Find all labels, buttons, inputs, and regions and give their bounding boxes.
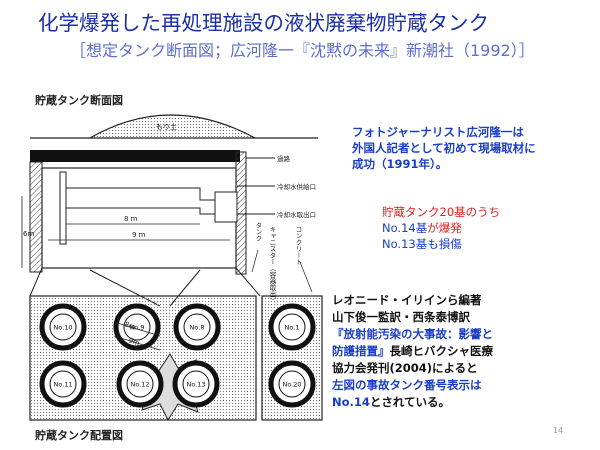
plan-dim-8m: 8m (123, 320, 136, 331)
section-diagram-caption: 貯蔵タンク断面図 (35, 94, 123, 107)
coolant-pipe-upper (66, 187, 215, 201)
projection-line-right (235, 267, 261, 297)
coolant-in-label: 冷却水供給口 (277, 182, 316, 191)
tank-number-label: No.9 (130, 324, 145, 332)
tank-inner-ring (49, 370, 77, 398)
tank-inner-ring (278, 313, 306, 341)
slide-title: 化学爆発した再処理施設の液状廃棄物貯蔵タンク (38, 11, 489, 35)
tank-circle: No.10 (39, 303, 87, 351)
tank-number-label: No.8 (190, 324, 205, 332)
tank-circle: No.9 (113, 303, 161, 351)
tank-status-note: 貯蔵タンク20基のうち No.14基が爆発 No.13基も損傷 (382, 204, 500, 252)
tank-number-label: No.20 (282, 381, 301, 389)
reference-line7-tail: とされている。 (369, 395, 451, 409)
reporter-note: フォトジャーナリスト広河隆一は 外国人記者として初めて現場取材に 成功（1991… (352, 124, 536, 172)
tank-circle: No.12 (116, 360, 164, 408)
mound-label: もり土 (156, 122, 177, 131)
tank-circle: No.8 (173, 303, 221, 351)
tank-leader (251, 249, 259, 273)
dim-8m: 8 m (124, 215, 138, 223)
reporter-note-line1: フォトジャーナリスト広河隆一は (352, 125, 524, 139)
tank-circle: No.13 (172, 360, 220, 408)
cross-section: もり土 過路 冷却水供給口 冷却水取出口 8 m 9 m 6m タンク キャニス… (21, 114, 318, 307)
top-slab (30, 150, 240, 162)
tank-status-line2-tank: No.14基 (382, 221, 428, 235)
tank-status-line1: 貯蔵タンク20基のうち (382, 205, 501, 219)
reference-line5: 協力会発刊(2004)によると (332, 361, 478, 375)
left-wall (29, 161, 43, 273)
tank-status-line3: No.13基も損傷 (382, 237, 462, 251)
tank-inner-ring (126, 370, 154, 398)
reference-line7: No.14とされている。 (332, 394, 493, 411)
reference-line4: 防護措置』長崎ヒバクシャ医療 (332, 343, 493, 360)
tank-inner-ring (278, 370, 306, 398)
reference-line4-publisher: 長崎ヒバクシャ医療 (389, 344, 494, 358)
plan-dim-9m: 9m (127, 336, 140, 347)
tank-number-label: No.10 (53, 324, 72, 332)
earth-mound (89, 114, 256, 139)
projection-line-left (29, 267, 43, 297)
reference-note: レオニード・イリインら編著 山下俊一監訳・西条泰博訳 『放射能汚染の大事故：影響… (332, 292, 493, 411)
tank-number-label: No.11 (53, 381, 72, 389)
valve-box (214, 191, 238, 223)
layout-diagram-caption: 貯蔵タンク配置図 (35, 429, 123, 442)
reference-line6: 左図の事故タンク番号表示は (332, 378, 482, 392)
tank-number-label: No.13 (186, 381, 205, 389)
plan-view: No.10 No.9 No.8 No.1No.11 No.12 No.13 No.20 8m… (29, 295, 323, 422)
tank-number-label: No.12 (130, 381, 149, 389)
concrete-label-vertical: コンクリート (294, 226, 302, 265)
tank-number-label: No.1 (285, 324, 300, 332)
tank-body (41, 167, 237, 269)
tank-inner-ring (123, 313, 151, 341)
plan-dim-line-9m (113, 335, 161, 351)
page-number: 14 (553, 426, 564, 435)
reporter-note-line2: 外国人記者として初めて現場取材に (352, 141, 536, 155)
tank-status-line2: No.14基が爆発 (382, 220, 500, 236)
reference-line3: 『放射能汚染の大事故：影響と (332, 327, 493, 341)
reference-line1: レオニード・イリインら編著 (332, 293, 482, 307)
concrete-leader (299, 261, 313, 293)
duct-label: 過路 (277, 154, 291, 163)
tank-status-line2-explosion: が爆発 (427, 221, 462, 235)
tank-circle: No.20 (268, 360, 316, 408)
reference-line7-tank: No.14 (332, 395, 370, 409)
reference-line2: 山下俊一監訳・西条泰博訳 (332, 310, 470, 324)
dim-9m: 9 m (132, 231, 146, 239)
tank-circle: No.11 (39, 360, 87, 408)
reference-line4-title: 防護措置』 (332, 344, 390, 358)
tank-inner-ring (49, 313, 77, 341)
coolant-out-label: 冷却水取出口 (277, 210, 316, 219)
plan-dim-line-8m (113, 321, 161, 337)
dim-height: 6m (23, 230, 34, 238)
coolant-pipe-lower (66, 207, 215, 215)
tank-circle: No.1 (268, 303, 316, 351)
tank-label-vertical: タンク (254, 222, 262, 242)
inner-pipe (59, 171, 67, 245)
tank-inner-ring (183, 313, 211, 341)
canister-label-vertical: キャニスター（容器取出） (268, 226, 276, 304)
tank-inner-ring (182, 370, 210, 398)
slide-subtitle: ［想定タンク断面図；広河隆一『沈黙の未来』新潮社（1992）］ (70, 41, 535, 60)
reporter-note-line3: 成功（1991年）。 (352, 157, 448, 171)
